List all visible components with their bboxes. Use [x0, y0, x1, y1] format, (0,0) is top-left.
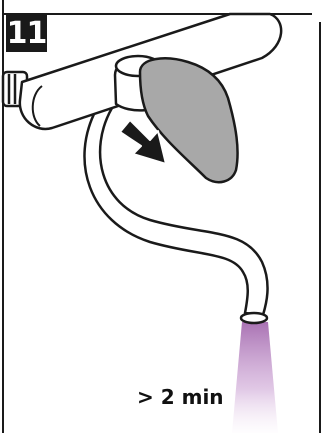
- flush-duration-label: > 2 min: [137, 385, 224, 409]
- water-stream-icon: [232, 322, 278, 433]
- push-down-arrow-icon: [119, 119, 167, 165]
- step-number-badge: 11: [6, 15, 47, 52]
- lever-handle-icon: [138, 57, 239, 184]
